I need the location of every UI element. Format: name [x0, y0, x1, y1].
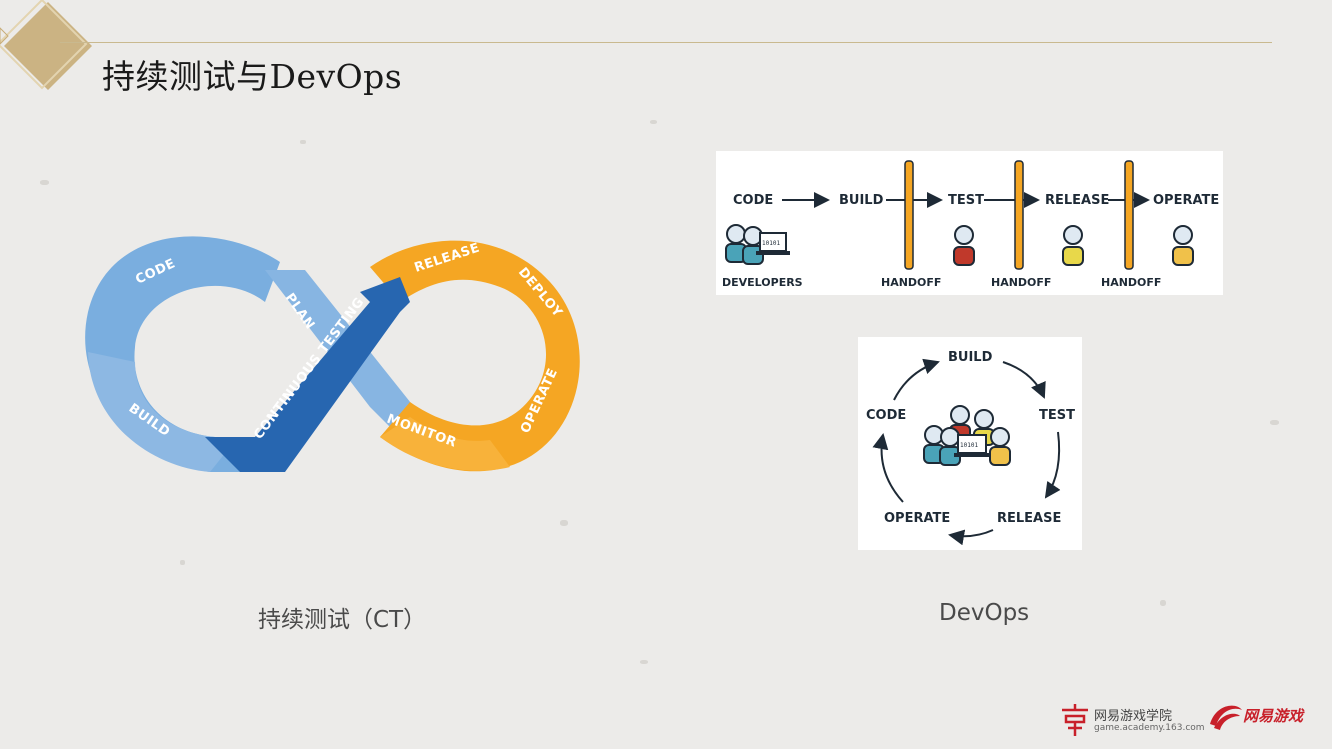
background-speck	[40, 180, 49, 185]
corner-diamond-decoration	[0, 0, 92, 90]
cycle-arrow	[893, 358, 940, 401]
pipeline-stage-test: TEST	[948, 193, 984, 208]
cycle-arrow	[1044, 431, 1061, 499]
cycle-stage-build: BUILD	[948, 350, 993, 365]
continuous-testing-arrow	[205, 277, 410, 472]
handoff-label: HANDOFF	[1101, 276, 1161, 289]
developers-group-icon: 10101	[725, 224, 790, 265]
pipeline-stage-code: CODE	[733, 193, 773, 208]
title-underline	[60, 42, 1272, 43]
cycle-arrow	[1002, 361, 1046, 399]
pipeline-stage-release: RELEASE	[1045, 193, 1109, 208]
cycle-stage-code: CODE	[866, 408, 906, 423]
handoff-label: HANDOFF	[881, 276, 941, 289]
release-person-icon	[1062, 225, 1084, 266]
handoff-bar	[1124, 160, 1134, 270]
background-speck	[1160, 600, 1166, 606]
background-speck	[1270, 420, 1279, 425]
netease-games-logo-name: 网易游戏	[1243, 707, 1304, 725]
build-segment	[88, 352, 230, 472]
background-speck	[300, 140, 306, 144]
page-title: 持续测试与DevOps	[102, 57, 403, 96]
continuous-testing-infinity-diagram: CODE BUILD PLAN CONTINUOUS TESTING RELEA…	[85, 236, 580, 472]
handoff-bar	[1014, 160, 1024, 270]
cycle-stage-release: RELEASE	[997, 511, 1061, 526]
cycle-arrow	[948, 529, 994, 546]
operator-person-icon	[1172, 225, 1194, 266]
cycle-stage-test: TEST	[1039, 408, 1075, 423]
devops-pipeline-diagram: CODE BUILD TEST RELEASE OPERATE HANDOFF …	[716, 151, 1223, 295]
right-loop-segment	[370, 240, 580, 472]
background-speck	[640, 660, 648, 664]
background-speck	[650, 120, 657, 124]
background-speck	[560, 520, 568, 526]
academy-logo-icon	[1062, 704, 1088, 736]
caption-devops: DevOps	[939, 600, 1030, 626]
background-speck	[180, 560, 185, 565]
laptop-binary: 10101	[762, 240, 780, 247]
cycle-arrow	[872, 433, 904, 503]
tester-person-icon	[953, 225, 975, 266]
monitor-segment	[380, 417, 510, 471]
pipeline-stage-build: BUILD	[839, 193, 884, 208]
handoff-label: HANDOFF	[991, 276, 1051, 289]
developers-label: DEVELOPERS	[722, 276, 803, 289]
pipeline-stage-operate: OPERATE	[1153, 193, 1219, 208]
team-group-icon: 10101	[923, 405, 1011, 466]
caption-continuous-testing: 持续测试（CT）	[258, 607, 427, 633]
laptop-binary: 10101	[960, 442, 978, 449]
academy-logo-url: game.academy.163.com	[1094, 723, 1205, 733]
netease-games-logo-icon	[1210, 705, 1242, 730]
cycle-stage-operate: OPERATE	[884, 511, 950, 526]
handoff-bar	[904, 160, 914, 270]
devops-cycle-diagram: BUILD TEST RELEASE OPERATE CODE 10101	[858, 337, 1082, 550]
academy-logo-name: 网易游戏学院	[1094, 709, 1173, 724]
